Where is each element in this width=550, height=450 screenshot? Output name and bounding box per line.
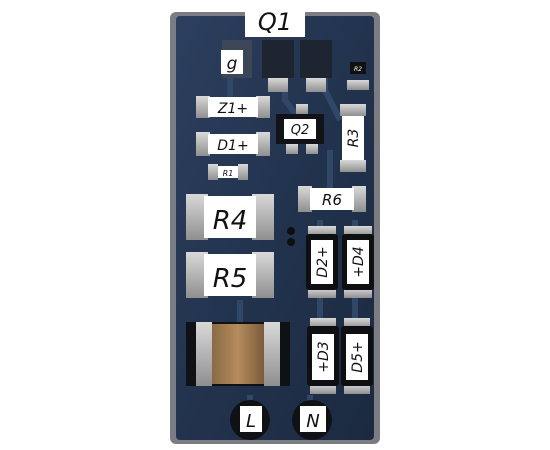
r4-label: R4: [213, 206, 248, 236]
q2-label-box: [284, 119, 316, 139]
terminal-neutral: [292, 400, 332, 440]
capacitor: [186, 322, 290, 386]
r1-resistor: [208, 164, 248, 180]
terminal-neutral-label: N: [306, 411, 319, 432]
d5-label: D5+: [350, 341, 366, 372]
r2-pad: [347, 80, 369, 90]
r6-label: R6: [322, 191, 342, 209]
r5-label: R5: [213, 264, 248, 294]
d2-diode: [306, 226, 338, 298]
q1-label-box: [245, 5, 305, 37]
d1-diode: [196, 132, 270, 156]
r2-label: R2: [354, 66, 362, 73]
d4-label: +D4: [351, 246, 367, 277]
r5-resistor: [186, 252, 274, 298]
via-dot: [287, 238, 295, 246]
d5-diode: [341, 318, 373, 394]
r3-label: R3: [346, 129, 362, 148]
z1-diode: [196, 96, 270, 118]
d3-label: +D3: [316, 341, 332, 372]
via-dot: [287, 227, 295, 235]
terminal-live-label: L: [246, 411, 256, 432]
gate-label-box: [221, 50, 243, 74]
gate-label: g: [227, 54, 238, 74]
r3-resistor: [340, 104, 366, 172]
r2-resistor: [350, 62, 366, 74]
d2-label: D2+: [315, 246, 331, 277]
q1-label: Q1: [258, 8, 292, 36]
r1-label: R1: [223, 169, 234, 178]
d3-diode: [307, 318, 339, 394]
d1-label: D1+: [217, 138, 248, 154]
q2-label: Q2: [291, 123, 310, 138]
r6-resistor: [298, 186, 366, 212]
z1-label: Z1+: [217, 101, 248, 117]
terminal-live: [230, 400, 270, 440]
r4-resistor: [186, 194, 274, 240]
d4-diode: [342, 226, 374, 298]
